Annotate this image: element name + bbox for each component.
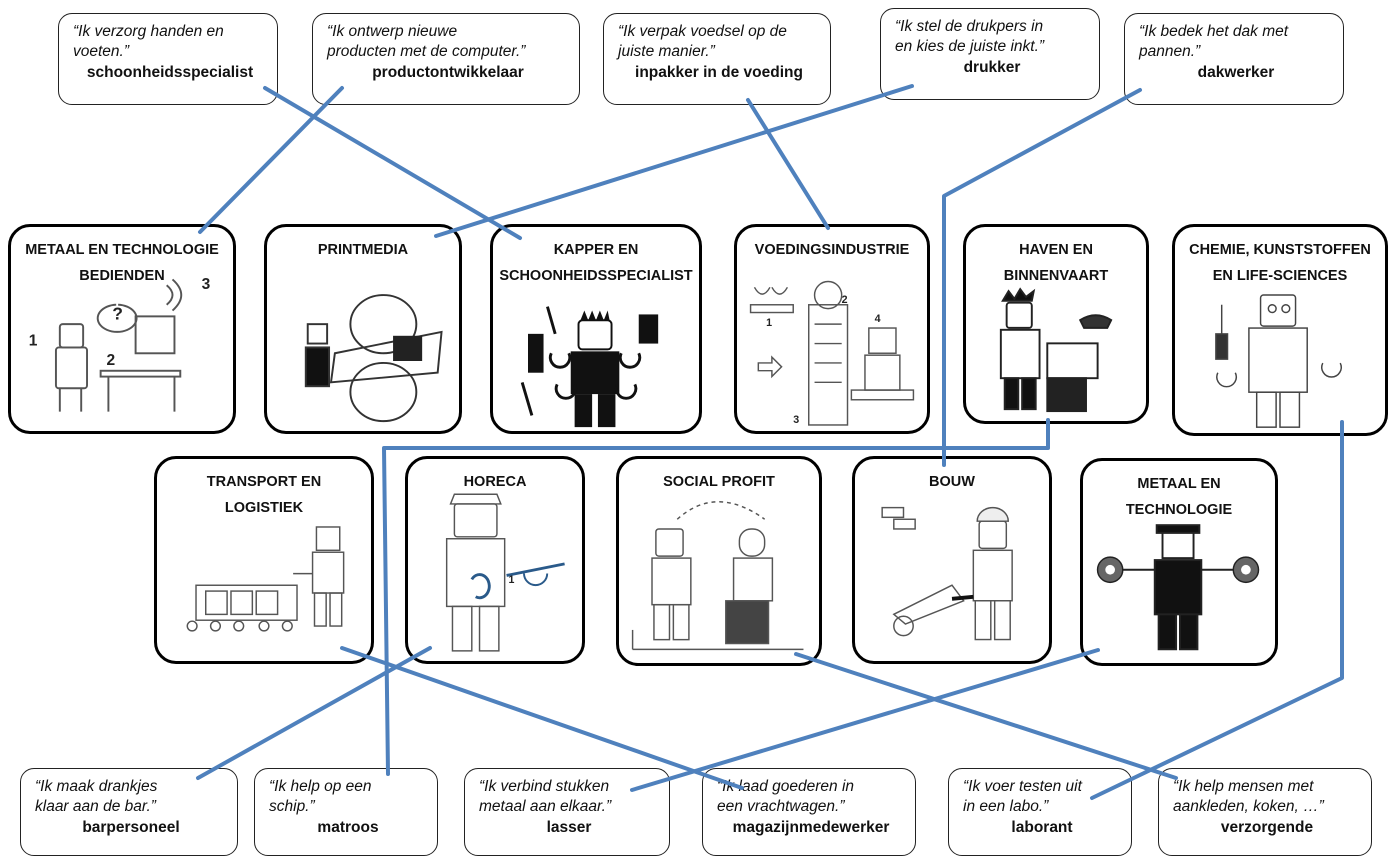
sector-card-chemie: CHEMIE, KUNSTSTOFFEN EN LIFE-SCIENCES <box>1172 224 1388 436</box>
label-2: 2 <box>106 352 115 369</box>
quote-card-matroos: “Ik help op een schip.” matroos <box>254 768 438 856</box>
connector-inpakker <box>746 98 830 230</box>
sector-title: METAAL EN TECHNOLOGIE <box>1125 476 1233 518</box>
label-1: 1 <box>766 317 772 329</box>
sector-title: HORECA <box>463 474 527 490</box>
sector-title: METAAL EN TECHNOLOGIE BEDIENDEN <box>25 242 219 284</box>
label-1: 1 <box>509 574 515 586</box>
quote-text: “Ik voer testen uit in een labo.” <box>963 778 1082 815</box>
label-1: 1 <box>29 333 38 350</box>
connector-magazijnmedewerker <box>340 646 744 790</box>
quote-card-verzorgende: “Ik help mensen met aankleden, koken, …”… <box>1158 768 1372 856</box>
quote-card-dakwerker: “Ik bedek het dak met pannen.” dakwerker <box>1124 13 1344 105</box>
sector-title: CHEMIE, KUNSTSTOFFEN EN LIFE-SCIENCES <box>1189 242 1371 284</box>
quote-text: “Ik help mensen met aankleden, koken, …” <box>1173 778 1324 815</box>
warehouse-illustration <box>186 526 345 632</box>
office-worker-illustration: ? 1 2 3 <box>29 276 211 412</box>
job-title: laborant <box>1011 819 1073 836</box>
quote-card-drukker: “Ik stel de drukpers in en kies de juist… <box>880 8 1100 100</box>
quote-text: “Ik maak drankjes klaar aan de bar.” <box>35 778 158 815</box>
quote-text: “Ik laad goederen in een vrachtwagen.” <box>717 778 855 815</box>
sector-title: HAVEN EN BINNENVAART <box>1003 242 1109 284</box>
quote-text: “Ik ontwerp nieuwe producten met de comp… <box>327 23 526 60</box>
quote-text: “Ik bedek het dak met pannen.” <box>1139 23 1289 60</box>
quote-card-productontwikkelaar: “Ik ontwerp nieuwe producten met de comp… <box>312 13 580 105</box>
sector-card-bouw: BOUW <box>852 456 1052 664</box>
sector-card-transport: TRANSPORT EN LOGISTIEK <box>154 456 374 664</box>
job-title: matroos <box>317 819 379 836</box>
sector-card-kapper: KAPPER EN SCHOONHEIDSSPECIALIST <box>490 224 702 434</box>
job-title: inpakker in de voeding <box>635 64 803 81</box>
label-3: 3 <box>793 414 799 426</box>
sector-card-haven: HAVEN EN BINNENVAART <box>963 224 1149 424</box>
sector-title: TRANSPORT EN LOGISTIEK <box>206 474 322 516</box>
sector-title: VOEDINGSINDUSTRIE <box>754 242 910 258</box>
label-3: 3 <box>202 276 211 293</box>
quote-card-schoonheidsspecialist: “Ik verzorg handen en voeten.” schoonhei… <box>58 13 278 105</box>
quote-text: “Ik verzorg handen en voeten.” <box>73 23 224 60</box>
sector-card-voedingsindustrie: 1 2 3 4 VOEDINGSINDUSTRIE <box>734 224 930 434</box>
job-title: magazijnmedewerker <box>732 819 890 836</box>
quote-card-barpersoneel: “Ik maak drankjes klaar aan de bar.” bar… <box>20 768 238 856</box>
sector-title: BOUW <box>929 474 975 490</box>
hairdresser-illustration <box>520 306 659 428</box>
sector-title: PRINTMEDIA <box>317 242 409 258</box>
quote-card-laborant: “Ik voer testen uit in een labo.” labora… <box>948 768 1132 856</box>
quote-text: “Ik verbind stukken metaal aan elkaar.” <box>479 778 612 815</box>
job-title: schoonheidsspecialist <box>86 64 254 81</box>
quote-card-inpakker: “Ik verpak voedsel op de juiste manier.”… <box>603 13 831 105</box>
quote-card-lasser: “Ik verbind stukken metaal aan elkaar.” … <box>464 768 670 856</box>
sector-card-horeca: 1 HORECA <box>405 456 585 664</box>
sector-title: SOCIAL PROFIT <box>663 474 775 490</box>
job-title: barpersoneel <box>82 819 180 836</box>
job-title: verzorgende <box>1220 819 1314 836</box>
sector-card-metaal-technologie-bedienden: ? 1 2 3 METAAL EN TECHNOLOGIE BEDIENDEN <box>8 224 236 434</box>
quote-text: “Ik help op een schip.” <box>269 778 372 815</box>
job-title: dakwerker <box>1197 64 1275 81</box>
job-title: productontwikkelaar <box>372 64 524 81</box>
lab-worker-illustration <box>1215 294 1342 428</box>
sector-title: KAPPER EN SCHOONHEIDSSPECIALIST <box>499 242 693 284</box>
connector-productontwikkelaar <box>198 86 344 234</box>
job-title: drukker <box>963 59 1021 76</box>
sector-card-metaal-technologie: METAAL EN TECHNOLOGIE <box>1080 458 1278 666</box>
quote-text: “Ik verpak voedsel op de juiste manier.” <box>618 23 787 60</box>
quote-text: “Ik stel de drukpers in en kies de juist… <box>895 18 1045 55</box>
connector-drukker <box>434 84 914 238</box>
sector-card-social-profit: SOCIAL PROFIT <box>616 456 822 666</box>
svg-text:?: ? <box>112 303 123 323</box>
job-title: lasser <box>546 819 592 836</box>
label-4: 4 <box>875 313 881 325</box>
connector-verzorgende <box>794 652 1178 780</box>
sector-card-printmedia: PRINTMEDIA <box>264 224 462 434</box>
connector-schoonheidsspecialist <box>263 86 522 240</box>
quote-card-magazijnmedewerker: “Ik laad goederen in een vrachtwagen.” m… <box>702 768 916 856</box>
label-2: 2 <box>842 294 848 306</box>
connector-barpersoneel <box>196 646 432 780</box>
printing-press-illustration <box>304 294 443 423</box>
